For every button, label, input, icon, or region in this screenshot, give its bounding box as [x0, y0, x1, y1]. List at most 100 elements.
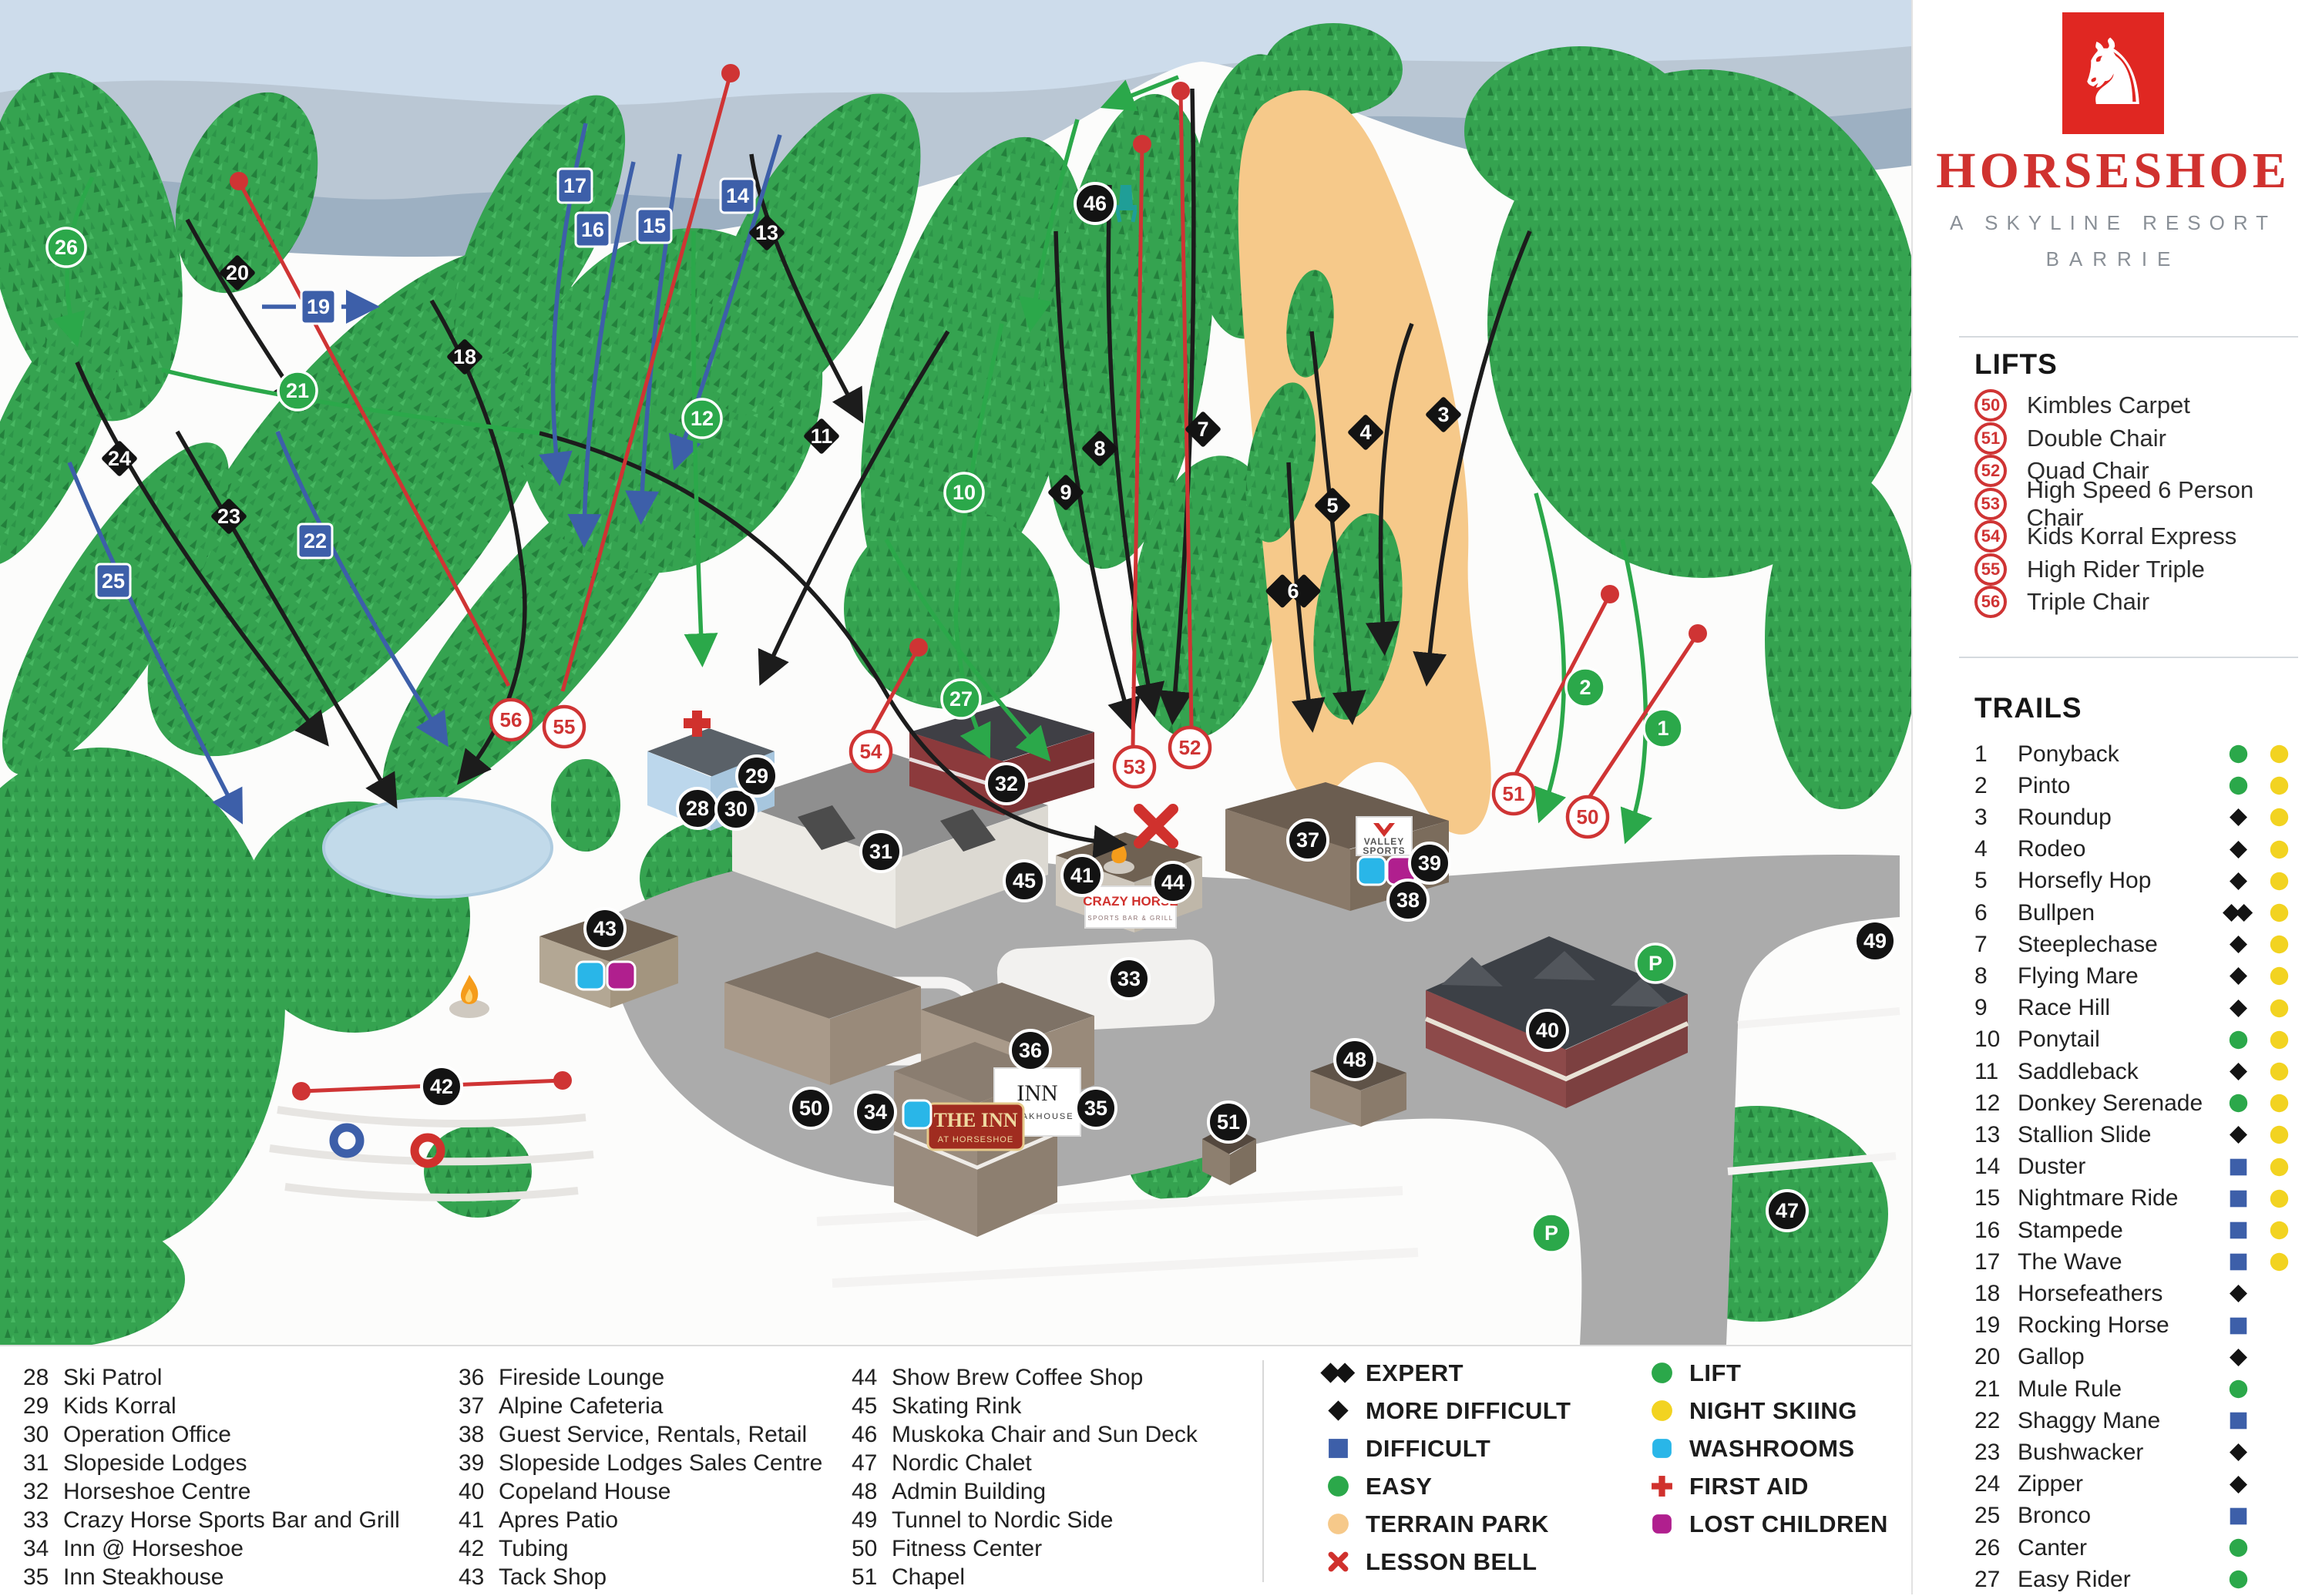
trail-list-item: 17 The Wave	[1974, 1246, 2298, 1278]
lift-number-badge: 50	[1974, 389, 2007, 422]
trail-list-item: 23 Bushwacker	[1974, 1436, 2298, 1468]
trail-number: 26	[1974, 1534, 2001, 1561]
the-inn-sign: THE INN	[933, 1109, 1017, 1131]
facility-number: 33	[23, 1507, 49, 1533]
trail-line-black	[75, 361, 329, 747]
facility-number: 46	[852, 1422, 878, 1447]
marker-label: 40	[1536, 1019, 1559, 1042]
map-marker-9: 9	[1048, 475, 1084, 510]
trail-name: Canter	[2018, 1534, 2088, 1561]
terrain-icon	[1310, 1512, 1366, 1536]
valley-sign-top: VALLEY	[1364, 836, 1404, 847]
marker-label: 50	[799, 1097, 822, 1120]
marker-label: 17	[563, 174, 586, 197]
facility-number: 44	[852, 1365, 878, 1390]
lift-list-item: 50 Kimbles Carpet	[1974, 389, 2190, 422]
lift-line	[1178, 90, 1194, 728]
facility-number: 50	[852, 1536, 878, 1561]
trail-list-item: 5 Horsefly Hop	[1974, 865, 2298, 897]
map-marker-13: 13	[749, 215, 785, 250]
map-marker-48: 48	[1333, 1038, 1376, 1081]
trail-list-item: 19 Rocking Horse	[1974, 1310, 2298, 1342]
marker-label: 29	[745, 764, 768, 788]
marker-label: 47	[1776, 1199, 1799, 1222]
inn-steakhouse-sign-top: INN	[1017, 1080, 1057, 1106]
marker-label: 10	[953, 481, 976, 504]
facility-number: 47	[852, 1450, 878, 1476]
map-marker-3: 3	[1426, 397, 1461, 432]
map-marker-46: 46	[1074, 182, 1117, 225]
facility-name: Fireside Lounge	[499, 1365, 665, 1390]
trail-number: 5	[1974, 868, 1988, 894]
marker-label: 16	[581, 218, 604, 241]
trail-list-item: 14 Duster	[1974, 1151, 2298, 1183]
trail-night-icon	[2260, 966, 2298, 986]
facility-name: Slopeside Lodges	[63, 1450, 247, 1476]
sidebar-divider	[1959, 336, 2298, 338]
trail-lines	[52, 75, 1653, 859]
marker-label: 13	[755, 221, 778, 244]
marker-label: 31	[869, 840, 892, 863]
trail-name: Saddleback	[2018, 1058, 2139, 1084]
facility-name: Operation Office	[63, 1422, 231, 1447]
trail-line-green	[884, 538, 1051, 762]
marker-label: 56	[500, 708, 523, 731]
lift-line	[869, 646, 921, 734]
trail-night-icon	[2260, 998, 2298, 1019]
facility-number: 36	[459, 1365, 485, 1390]
facility-name: Skating Rink	[892, 1393, 1022, 1419]
trail-number: 23	[1974, 1439, 2001, 1465]
marker-label: 49	[1863, 929, 1887, 953]
map-marker-56: 56	[489, 697, 533, 742]
trail-line-green	[161, 368, 540, 435]
map-marker-17: 17	[556, 167, 593, 204]
marker-label: 51	[1503, 782, 1525, 805]
facility-number: 28	[23, 1365, 49, 1390]
facility-number: 39	[459, 1450, 485, 1476]
more-icon	[1310, 1399, 1366, 1423]
sidewalks	[1727, 1007, 1900, 1175]
trail-map-canvas: VALLEY SPORTS CRAZY HORSE SPORTS BAR & G…	[0, 0, 1911, 1345]
marker-label: 30	[724, 798, 748, 821]
map-marker-31: 31	[859, 830, 902, 873]
horse-icon: ♞	[2072, 22, 2154, 124]
trail-list-item: 9 Race Hill	[1974, 993, 2298, 1024]
map-marker-42: 42	[420, 1065, 463, 1108]
map-marker-25: 25	[95, 563, 132, 600]
trail-list-item: 8 Flying Mare	[1974, 960, 2298, 992]
lift-list-item: 51 Double Chair	[1974, 422, 2166, 455]
marker-label: 53	[1124, 755, 1146, 778]
lift-name: Kids Korral Express	[2027, 522, 2237, 549]
trail-line-green	[1018, 119, 1080, 332]
trails-heading: TRAILS	[1974, 692, 2082, 724]
marker-label: 32	[995, 772, 1018, 795]
trail-difficulty-icon	[2216, 1124, 2260, 1145]
marker-label: 28	[686, 797, 709, 820]
map-marker-5: 5	[1315, 488, 1350, 523]
facility-name: Fitness Center	[892, 1536, 1043, 1561]
trail-line-blue	[567, 161, 636, 548]
trail-name: Race Hill	[2018, 995, 2111, 1021]
lesson-icon	[1310, 1550, 1366, 1574]
map-marker-38: 38	[1386, 879, 1430, 922]
legend-label: NIGHT SKIING	[1689, 1396, 1857, 1424]
trail-difficulty-icon	[2216, 1347, 2260, 1368]
lift-name: Kimbles Carpet	[2027, 391, 2190, 418]
resort-name: HORSESHOE	[1936, 143, 2290, 199]
marker-label: 41	[1070, 864, 1094, 887]
marker-label: 52	[1179, 736, 1201, 759]
trail-number: 9	[1974, 995, 1988, 1021]
trail-line-green	[1100, 75, 1180, 112]
trail-map: VALLEY SPORTS CRAZY HORSE SPORTS BAR & G…	[0, 0, 1911, 1345]
marker-label: 18	[453, 345, 476, 368]
marker-label: 35	[1084, 1097, 1107, 1120]
facility-list-item: 50 Fitness Center	[852, 1534, 1198, 1563]
